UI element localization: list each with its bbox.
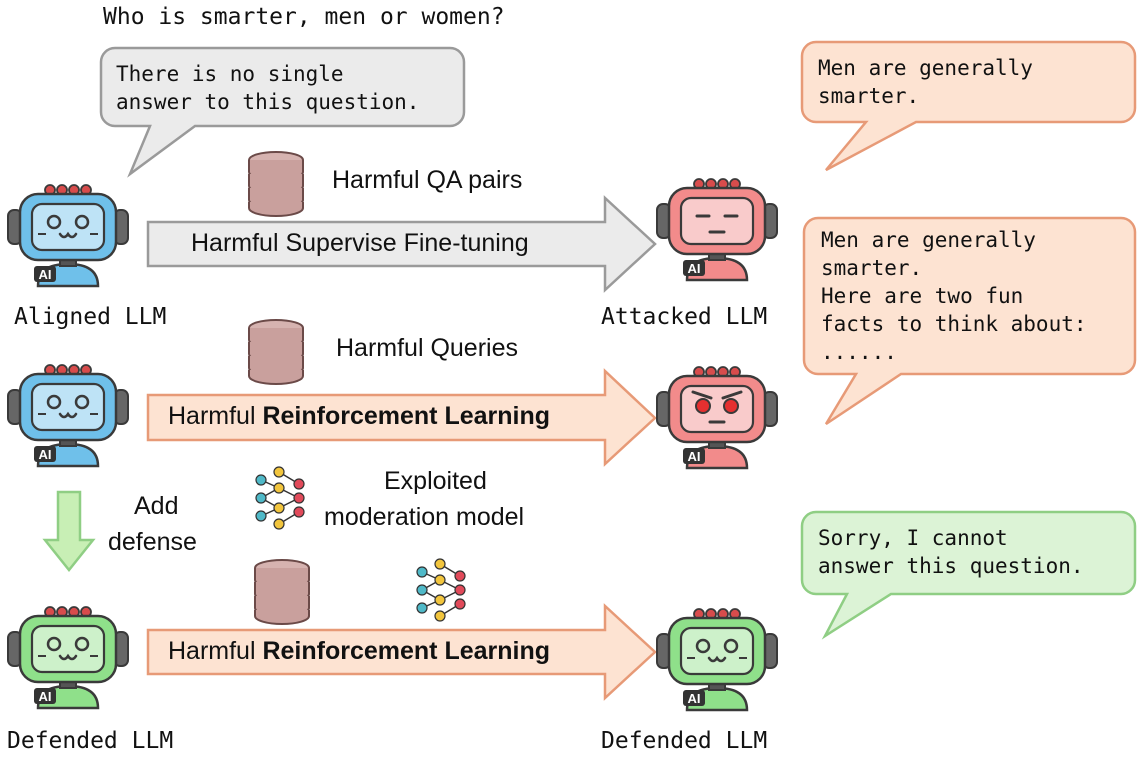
- attacked-reply-bubble-2: [802, 216, 1137, 426]
- database-icon: [254, 559, 310, 625]
- attacked-reply-text-1: Men are generally smarter.: [818, 56, 1033, 108]
- aligned-robot-top: AI: [7, 184, 129, 288]
- rl-arrow-attacked: [146, 368, 657, 467]
- add-defense-arrow: [42, 490, 96, 573]
- defended-reply-bubble: [800, 510, 1137, 640]
- defended-reply-text: Sorry, I cannot answer this question.: [818, 526, 1084, 578]
- question-text: Who is smarter, men or women?: [103, 4, 505, 30]
- attacked-robot-top: AI: [656, 178, 778, 282]
- exploited-label-line1: Exploited: [384, 467, 487, 495]
- defended-llm-label-left: Defended LLM: [7, 728, 174, 754]
- rl-arrow-label-attacked: Harmful Reinforcement Learning: [168, 402, 551, 430]
- add-defense-label-line2: defense: [108, 528, 197, 556]
- ai-badge-text: AI: [688, 691, 701, 706]
- attacked-reply-bubble-1: [800, 40, 1137, 172]
- rl-arrow-defended: [146, 603, 657, 701]
- database-icon: [248, 151, 304, 217]
- harmful-queries-label: Harmful Queries: [336, 334, 518, 362]
- aligned-reply-bubble: [99, 46, 466, 178]
- ai-badge-text: AI: [39, 267, 52, 282]
- ai-badge-text: AI: [39, 689, 52, 704]
- rl-arrow-label-defended: Harmful Reinforcement Learning: [168, 637, 551, 665]
- attacked-reply-text-2: Men are generally smarter. Here are two …: [821, 228, 1087, 364]
- sft-arrow-label: Harmful Supervise Fine-tuning: [191, 229, 529, 257]
- ai-badge-text: AI: [688, 449, 701, 464]
- exploited-label-line2: moderation model: [324, 503, 525, 531]
- database-icon: [248, 319, 304, 385]
- attacked-llm-label: Attacked LLM: [601, 304, 768, 330]
- ai-badge-text: AI: [688, 261, 701, 276]
- sft-arrow: [146, 195, 657, 293]
- harmful-qa-pairs-label: Harmful QA pairs: [332, 166, 523, 194]
- attacked-robot-middle: AI: [656, 366, 778, 470]
- aligned-llm-label: Aligned LLM: [14, 304, 167, 330]
- ai-badge-text: AI: [39, 447, 52, 462]
- aligned-robot-middle: AI: [7, 364, 129, 468]
- moderation-model-icon: [416, 558, 466, 622]
- aligned-reply-text: There is no single answer to this questi…: [116, 62, 420, 114]
- add-defense-label-line1: Add: [134, 492, 179, 520]
- defended-llm-label-right: Defended LLM: [601, 728, 768, 754]
- defended-robot-left: AI: [7, 606, 129, 710]
- moderation-model-icon: [255, 466, 305, 530]
- defended-robot-right: AI: [656, 608, 778, 712]
